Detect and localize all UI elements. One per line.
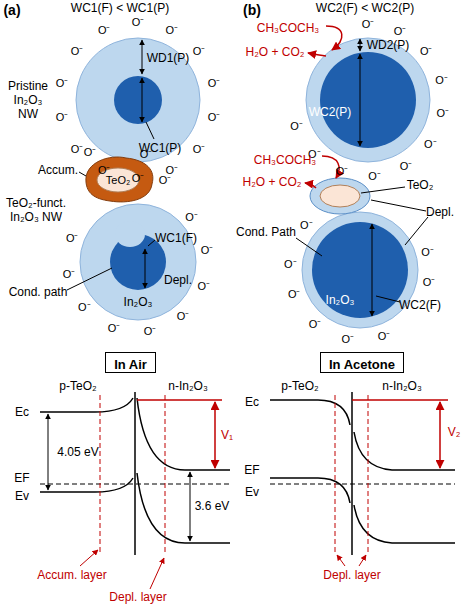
oxygen-ion: O⁻	[378, 329, 391, 343]
region-label: Depl.	[426, 205, 454, 219]
oxygen-ion: O⁻	[309, 317, 322, 331]
oxygen-ion: O⁻	[290, 119, 303, 133]
oxygen-ion: O⁻	[394, 24, 407, 38]
oxygen-ion: O⁻	[342, 332, 355, 346]
oxygen-ion: O⁻	[56, 76, 69, 90]
oxygen-ion: O⁻	[98, 23, 111, 37]
oxygen-ion: O⁻	[368, 169, 381, 183]
oxygen-ion: O⁻	[56, 110, 69, 124]
oxygen-ion: O⁻	[132, 15, 145, 29]
oxygen-ion: O⁻	[193, 142, 206, 156]
particle-label: TeO₂	[407, 178, 434, 192]
oxygen-ion: O⁻	[400, 159, 413, 173]
oxygen-ion: O⁻	[362, 17, 375, 31]
width-label: WD2(P)	[367, 38, 410, 52]
nanowire-caption: TeO₂-funct. In₂O₃ NW	[3, 196, 69, 224]
barrier-label: V₁	[221, 428, 233, 442]
panel-letter: (b)	[243, 3, 261, 17]
oxygen-ion: O⁻	[423, 275, 436, 289]
layer-label: Depl. layer	[323, 568, 380, 582]
layer-label: Depl. layer	[109, 590, 166, 604]
oxygen-ion: O⁻	[208, 76, 221, 90]
material-label: In₂O₃	[124, 295, 153, 309]
width-relation: WC1(F) < WC1(P)	[71, 1, 169, 15]
width-relation: WC2(F) < WC2(P)	[316, 1, 414, 15]
material-label: n-In₂O₃	[168, 379, 208, 393]
material-label: p-TeO₂	[281, 379, 318, 393]
molecule-label: CH₃COCH₃	[254, 153, 316, 167]
width-label: WC1(F)	[155, 231, 197, 245]
oxygen-ion: O⁻	[144, 324, 157, 338]
condition-box: In Acetone	[320, 352, 404, 373]
energy-value: 4.05 eV	[57, 445, 98, 459]
region-label: Depl.	[164, 273, 192, 287]
oxygen-ion: O⁻	[336, 164, 349, 178]
oxygen-ion: O⁻	[166, 23, 179, 37]
layer-label: Accum.	[38, 163, 78, 177]
oxygen-ion: O⁻	[108, 321, 121, 335]
oxygen-ion: O⁻	[71, 142, 84, 156]
condition-box: In Air	[105, 352, 156, 373]
condition-title: In Air	[114, 357, 147, 372]
molecule-label: H₂O + CO₂	[243, 175, 302, 189]
band-label: Ec	[245, 395, 259, 409]
material-label: n-In₂O₃	[382, 379, 422, 393]
region-label: Cond. Path	[236, 225, 296, 239]
particle-label: TeO₂	[106, 173, 130, 187]
width-label: WD1(P)	[147, 51, 190, 65]
molecule-label: CH₃COCH₃	[257, 21, 319, 35]
oxygen-ion: O⁻	[201, 243, 214, 257]
band-label: Ev	[15, 489, 29, 503]
band-label: Ev	[245, 485, 259, 499]
layer-label: Accum. layer	[37, 568, 106, 582]
oxygen-ion: O⁻	[193, 44, 206, 58]
oxygen-ion: O⁻	[71, 44, 84, 58]
oxygen-ion: O⁻	[288, 287, 301, 301]
oxygen-ion: O⁻	[420, 44, 433, 58]
condition-title: In Acetone	[329, 357, 395, 372]
oxygen-ion: O⁻	[435, 73, 448, 87]
oxygen-ion: O⁻	[84, 145, 97, 159]
band-label: EF	[14, 471, 29, 485]
panel-letter: (a)	[3, 3, 20, 17]
oxygen-ion: O⁻	[424, 137, 437, 151]
oxygen-ion: O⁻	[63, 267, 76, 281]
oxygen-ion: O⁻	[197, 279, 210, 293]
material-label: p-TeO₂	[59, 379, 96, 393]
oxygen-ion: O⁻	[177, 309, 190, 323]
energy-value: 3.6 eV	[195, 499, 230, 513]
molecule-label: H₂O + CO₂	[246, 45, 305, 59]
barrier-label: V₂	[448, 425, 461, 439]
material-label: In₂O₃	[326, 293, 355, 307]
oxygen-ion: O⁻	[132, 171, 145, 185]
oxygen-ion: O⁻	[300, 218, 313, 232]
oxygen-ion: O⁻	[66, 231, 79, 245]
oxygen-ion: O⁻	[78, 300, 91, 314]
oxygen-ion: O⁻	[437, 106, 450, 120]
nanowire-caption: Pristine In₂O₃ NW	[3, 79, 53, 121]
band-label: Ec	[15, 405, 29, 419]
oxygen-ion: O⁻	[159, 173, 172, 187]
oxygen-ion: O⁻	[284, 257, 297, 271]
width-label: WC2(F)	[399, 298, 441, 312]
width-label: WC2(P)	[309, 105, 352, 119]
oxygen-ion: O⁻	[185, 210, 198, 224]
region-label: Cond. path	[9, 285, 68, 299]
oxygen-ion: O⁻	[208, 110, 221, 124]
band-label: EF	[244, 463, 259, 477]
oxygen-ion: O⁻	[140, 147, 153, 161]
oxygen-ion: O⁻	[421, 245, 434, 259]
